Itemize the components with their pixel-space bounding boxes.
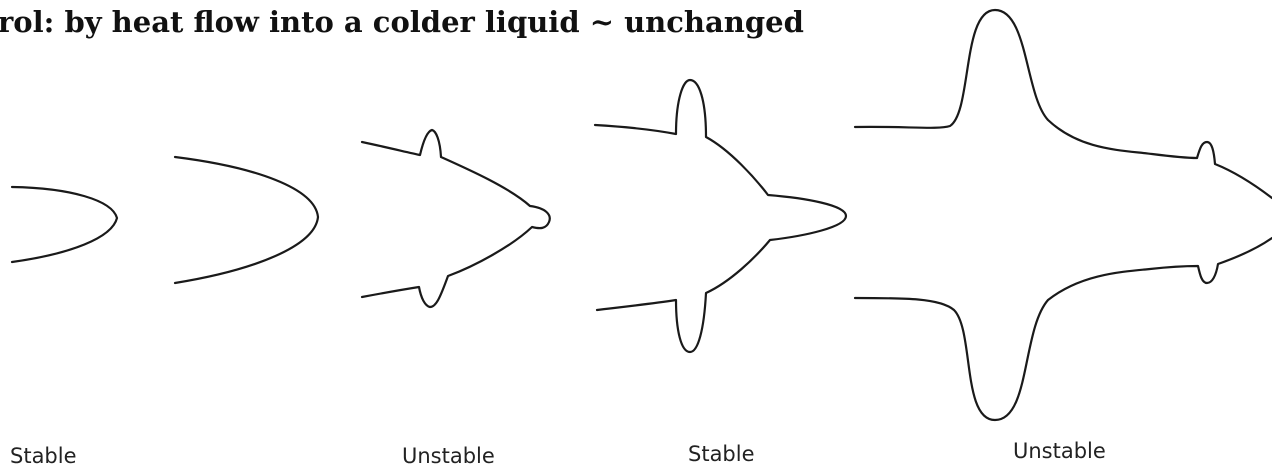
stage-label-unstable-1: Unstable [402,443,495,469]
stage-label-stable-1: Stable [10,443,77,469]
growing-arms-front [595,80,846,352]
stage-label-stable-2: Stable [688,441,755,467]
stage-label-unstable-2: Unstable [1013,438,1106,464]
perturbed-front [362,130,550,307]
smooth-front-small [12,187,117,262]
smooth-front-large [175,157,318,283]
dendritic-front [855,10,1272,420]
